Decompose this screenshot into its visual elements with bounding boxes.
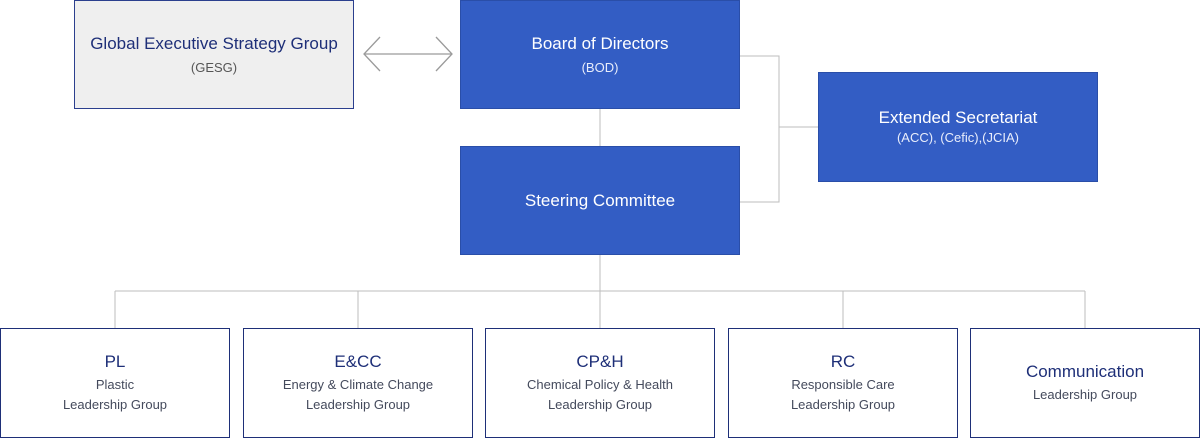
group-rc-desc: Responsible Care Leadership Group <box>791 375 895 415</box>
group-pl-line2: Leadership Group <box>62 397 168 412</box>
group-cph-box: CP&H Chemical Policy & Health Leadership… <box>485 328 715 438</box>
bod-title: Board of Directors <box>531 33 669 53</box>
group-communication-desc: Leadership Group <box>1033 385 1137 405</box>
group-communication-box: Communication Leadership Group <box>970 328 1200 438</box>
gesg-sub: (GESG) <box>190 59 238 75</box>
group-rc-line2: Leadership Group <box>790 397 896 412</box>
group-pl-desc: Plastic Leadership Group <box>63 375 167 415</box>
steering-box: Steering Committee <box>460 146 740 255</box>
steering-title: Steering Committee <box>524 190 676 210</box>
group-cph-abbr: CP&H <box>576 352 624 371</box>
secretariat-box: Extended Secretariat (ACC), (Cefic),(JCI… <box>818 72 1098 182</box>
gesg-box: Global Executive Strategy Group (GESG) <box>74 0 354 109</box>
group-pl-line1: Plastic <box>95 377 135 392</box>
gesg-title: Global Executive Strategy Group <box>90 33 338 53</box>
group-cph-line2: Leadership Group <box>547 397 653 412</box>
group-rc-box: RC Responsible Care Leadership Group <box>728 328 958 438</box>
group-ecc-line2: Leadership Group <box>305 397 411 412</box>
bod-sub: (BOD) <box>581 59 619 75</box>
group-ecc-abbr: E&CC <box>334 352 382 371</box>
bod-box: Board of Directors (BOD) <box>460 0 740 109</box>
group-communication-abbr: Communication <box>1025 362 1145 381</box>
group-rc-abbr: RC <box>830 352 856 371</box>
secretariat-title: Extended Secretariat <box>878 108 1038 127</box>
double-arrow-icon <box>363 36 453 72</box>
group-cph-desc: Chemical Policy & Health Leadership Grou… <box>527 375 673 415</box>
group-communication-line1: Leadership Group <box>1032 387 1138 402</box>
group-cph-line1: Chemical Policy & Health <box>527 377 673 392</box>
group-ecc-line1: Energy & Climate Change <box>282 377 434 392</box>
group-pl-box: PL Plastic Leadership Group <box>0 328 230 438</box>
group-pl-abbr: PL <box>104 352 126 371</box>
group-ecc-box: E&CC Energy & Climate Change Leadership … <box>243 328 473 438</box>
connector-secretariat <box>740 55 780 203</box>
group-rc-line1: Responsible Care <box>791 377 895 392</box>
secretariat-sub: (ACC), (Cefic),(JCIA) <box>896 130 1020 145</box>
group-ecc-desc: Energy & Climate Change Leadership Group <box>283 375 433 415</box>
